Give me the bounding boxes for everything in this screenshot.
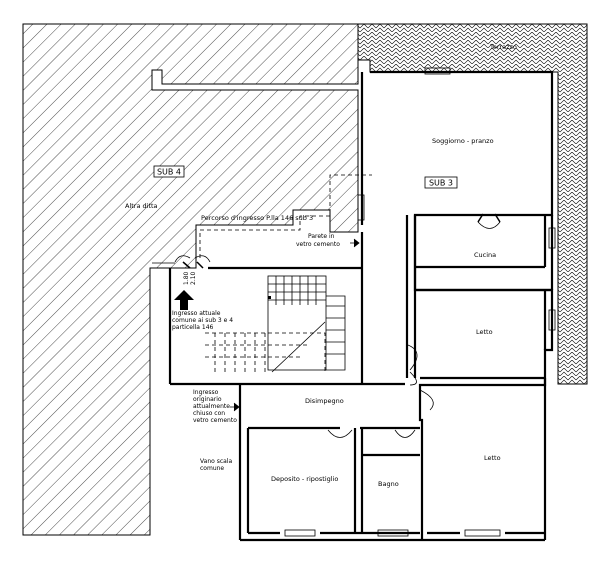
svg-text:SUB 4: SUB 4	[157, 168, 181, 177]
svg-text:comune ai sub 3 e 4: comune ai sub 3 e 4	[172, 317, 233, 324]
label-ingresso-originario: Ingresso originario attualmente chiuso c…	[193, 389, 237, 424]
originario-arrow-icon	[230, 402, 240, 412]
svg-text:chiuso con: chiuso con	[193, 410, 225, 417]
label-sub3: SUB 3	[424, 176, 458, 189]
stairwell-walls	[152, 232, 364, 386]
entry-arrow-icon	[174, 290, 194, 310]
svg-text:Ingresso attuale: Ingresso attuale	[172, 310, 221, 317]
sub3-walls	[360, 70, 554, 540]
step-height: 1.80	[183, 271, 190, 285]
label-ingresso-attuale: Ingresso attuale comune ai sub 3 e 4 par…	[172, 310, 233, 331]
doors	[174, 213, 501, 438]
label-parete-2: vetro cemento	[296, 241, 340, 248]
windows	[284, 67, 556, 537]
label-altra-ditta: Altra ditta	[125, 202, 158, 210]
label-letto-2: Letto	[484, 454, 501, 462]
label-sub4: SUB 4	[153, 165, 185, 178]
svg-text:particella 146: particella 146	[172, 324, 214, 331]
label-soggiorno: Soggiorno - pranzo	[432, 137, 494, 145]
svg-text:SUB 3: SUB 3	[429, 179, 453, 188]
svg-text:vetro cemento: vetro cemento	[193, 417, 237, 424]
terrazzo-area	[357, 23, 588, 385]
parete-arrow-icon	[350, 238, 360, 248]
label-bagno: Bagno	[378, 480, 399, 488]
label-disimpegno: Disimpegno	[305, 397, 344, 405]
label-terrazzo: Terrazzo	[489, 43, 517, 51]
stairs	[205, 275, 346, 373]
svg-text:attualmente: attualmente	[193, 403, 230, 410]
label-parete-1: Parete in	[308, 233, 335, 240]
svg-text:Ingresso: Ingresso	[193, 389, 219, 396]
entry-path	[199, 174, 372, 258]
altra-ditta-hatch	[22, 23, 359, 536]
label-letto-1: Letto	[476, 328, 493, 336]
label-vano-scala: Vano scala comune	[200, 458, 232, 472]
label-cucina: Cucina	[474, 251, 496, 259]
svg-text:comune: comune	[200, 465, 224, 472]
step-sub: 2.10	[190, 271, 197, 285]
label-deposito: Deposito - ripostiglio	[271, 475, 338, 483]
lower-walls	[238, 382, 545, 542]
svg-text:Vano scala: Vano scala	[200, 458, 232, 465]
svg-text:originario: originario	[193, 396, 222, 403]
label-percorso: Percorso d'ingresso P.lla 146 sub 3	[201, 214, 313, 222]
